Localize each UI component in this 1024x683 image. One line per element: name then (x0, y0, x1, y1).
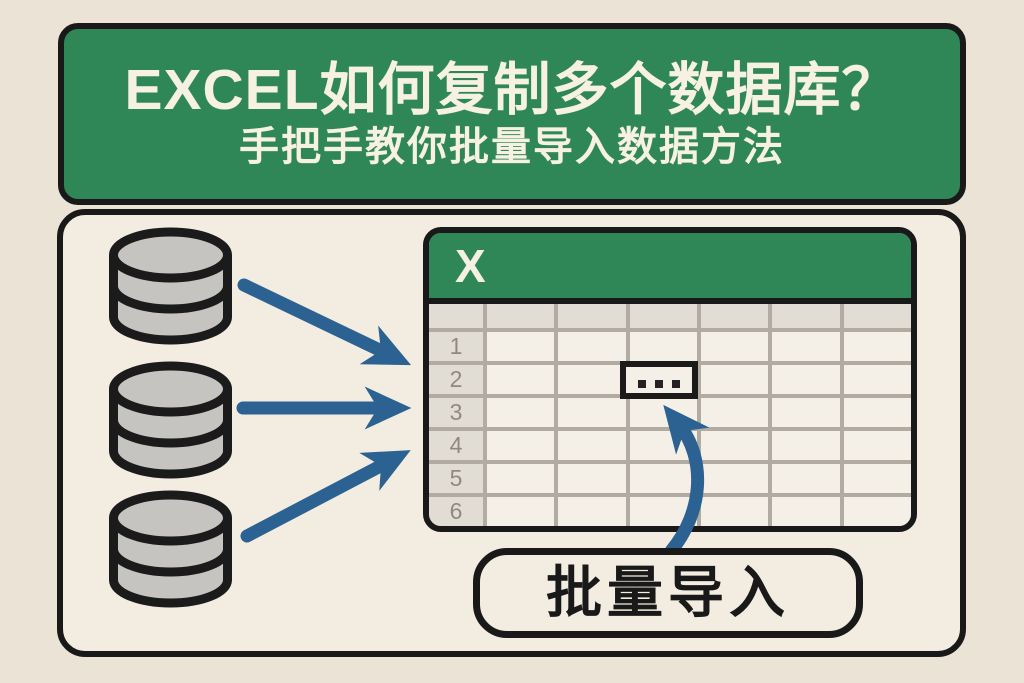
spreadsheet-titlebar: X (429, 233, 911, 304)
page-subtitle: 手把手教你批量导入数据方法 (239, 124, 785, 169)
row-number: 4 (429, 431, 483, 460)
row-number: 5 (429, 464, 483, 493)
corner-cell (429, 304, 483, 328)
column-header-cell (843, 304, 911, 328)
ellipsis-dot (672, 380, 680, 388)
column-header-cell (701, 304, 769, 328)
spreadsheet-cell (843, 431, 911, 460)
column-header-cell (629, 304, 697, 328)
spreadsheet-cell (772, 497, 840, 526)
spreadsheet-cell (487, 398, 555, 427)
spreadsheet-grid: 1 2 3 4 5 6 (429, 304, 911, 526)
title-banner: EXCEL如何复制多个数据库？ 手把手教你批量导入数据方法 (58, 23, 966, 205)
selected-cell (620, 361, 698, 399)
spreadsheet-cell (558, 464, 626, 493)
spreadsheet-cell (629, 431, 697, 460)
spreadsheet-cell (629, 497, 697, 526)
spreadsheet-cell (772, 431, 840, 460)
column-header-cell (772, 304, 840, 328)
spreadsheet-cell (487, 431, 555, 460)
spreadsheet-cell (487, 365, 555, 394)
spreadsheet-cell (772, 464, 840, 493)
spreadsheet-cell (701, 497, 769, 526)
spreadsheet-cell (843, 464, 911, 493)
database-icon (107, 490, 234, 609)
page-title: EXCEL如何复制多个数据库？ (124, 57, 900, 122)
row-number: 2 (429, 365, 483, 394)
spreadsheet-cell (772, 365, 840, 394)
batch-import-callout: 批量导入 (473, 548, 863, 638)
spreadsheet-cell (487, 497, 555, 526)
row-number: 3 (429, 398, 483, 427)
row-number: 1 (429, 332, 483, 361)
spreadsheet-cell (629, 398, 697, 427)
spreadsheet-cell (629, 332, 697, 361)
spreadsheet-cell (558, 431, 626, 460)
spreadsheet-cell (772, 332, 840, 361)
column-header-cell (487, 304, 555, 328)
ellipsis-dot (638, 380, 646, 388)
spreadsheet-cell (558, 398, 626, 427)
spreadsheet-cell (843, 365, 911, 394)
callout-label: 批量导入 (546, 561, 790, 624)
spreadsheet-cell (487, 464, 555, 493)
spreadsheet-cell (558, 497, 626, 526)
spreadsheet-cell (843, 497, 911, 526)
spreadsheet-cell (701, 431, 769, 460)
spreadsheet-cell (701, 332, 769, 361)
spreadsheet-cell (701, 464, 769, 493)
spreadsheet-cell (629, 464, 697, 493)
spreadsheet-cell (558, 332, 626, 361)
excel-logo-icon: X (455, 239, 486, 292)
row-number: 6 (429, 497, 483, 526)
spreadsheet-cell (843, 398, 911, 427)
spreadsheet-cell (701, 398, 769, 427)
database-icon (107, 361, 234, 480)
spreadsheet-cell (487, 332, 555, 361)
database-icon (107, 227, 234, 346)
ellipsis-dot (655, 380, 663, 388)
spreadsheet-cell (772, 398, 840, 427)
spreadsheet-cell (701, 365, 769, 394)
spreadsheet-cell (558, 365, 626, 394)
column-header-cell (558, 304, 626, 328)
spreadsheet-cell (843, 332, 911, 361)
